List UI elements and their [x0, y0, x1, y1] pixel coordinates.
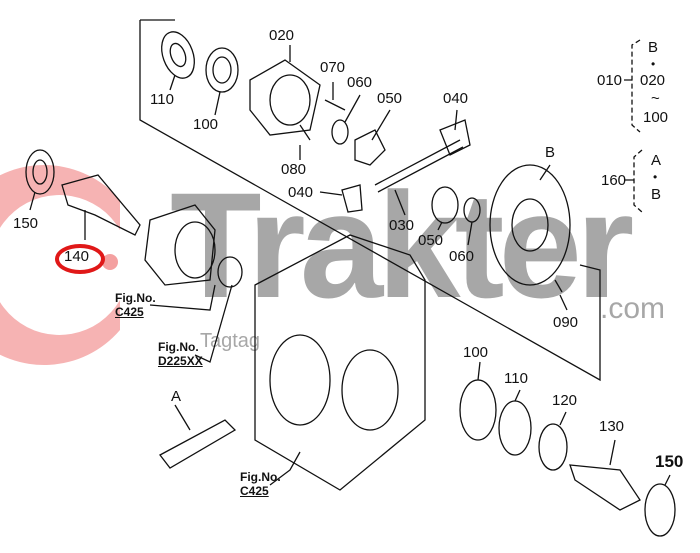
highlight-ring: [55, 244, 105, 274]
leader-lines: [29, 45, 671, 486]
bearing-100-bottom: [459, 379, 497, 441]
brace-010: [631, 39, 641, 133]
fig-ref-label: Fig.No.: [115, 291, 156, 305]
callout-100[interactable]: 100: [193, 116, 219, 133]
snap-ring-120: [538, 423, 568, 471]
fig-ref-label: Fig.No.: [240, 470, 281, 484]
callout-080[interactable]: 080: [281, 161, 307, 178]
differential-case-020: [249, 59, 321, 136]
assembly-160-bottom: B: [651, 186, 662, 203]
callout-070[interactable]: 070: [320, 59, 346, 76]
washer-060: [331, 119, 349, 145]
callout-B[interactable]: B: [545, 144, 556, 161]
callout-150[interactable]: 150: [13, 215, 39, 232]
callout-060-mid[interactable]: 060: [449, 248, 475, 265]
callout-050-mid[interactable]: 050: [418, 232, 444, 249]
callout-060[interactable]: 060: [347, 74, 373, 91]
callout-130[interactable]: 130: [599, 418, 625, 435]
ring-gear-B: [489, 164, 571, 286]
assembly-160-top: A: [651, 152, 662, 169]
housing-c425: [144, 204, 216, 286]
bearing-150-right: [644, 483, 676, 537]
assembly-160-dot: •: [653, 170, 658, 184]
callout-110-bottom[interactable]: 110: [504, 370, 528, 387]
bolt-090: [554, 279, 563, 293]
callout-050[interactable]: 050: [377, 90, 403, 107]
assembly-010-tilde: ~: [651, 90, 660, 107]
callout-020[interactable]: 020: [269, 27, 295, 44]
fig-ref-label: Fig.No.: [158, 340, 199, 354]
fig-ref-c425-upper[interactable]: Fig.No. C425: [115, 291, 156, 319]
assembly-frame-line: [139, 20, 601, 382]
callout-040-mid[interactable]: 040: [288, 184, 314, 201]
shaft-A: [159, 419, 237, 469]
callout-040[interactable]: 040: [443, 90, 469, 107]
fig-ref-leader-lines: [149, 284, 301, 486]
watermark-brand: Trakter: [170, 161, 634, 329]
bearing-150-left: [25, 149, 55, 195]
callout-150-right[interactable]: 150: [655, 452, 684, 471]
washer-060-mid: [463, 197, 481, 223]
callout-110[interactable]: 110: [150, 91, 174, 108]
washer-110-bottom: [498, 400, 532, 456]
fig-ref-d225xx[interactable]: Fig.No. D225XX: [158, 340, 203, 368]
bevel-gear-050: [354, 129, 386, 166]
watermark-domain: .com: [600, 292, 666, 325]
assembly-010-to: 100: [643, 109, 669, 126]
washer-110: [161, 31, 195, 79]
gear-050: [431, 186, 459, 224]
assembly-010-top: B: [648, 39, 659, 56]
bearing-100: [205, 47, 239, 93]
callout-140[interactable]: 140: [64, 248, 90, 265]
callout-090[interactable]: 090: [553, 314, 579, 331]
assembly-010-dot: •: [651, 57, 656, 71]
pin-070: [299, 99, 346, 141]
fig-ref-code: C425: [240, 484, 269, 498]
transmission-housing: [254, 234, 426, 491]
shaft-140: [61, 174, 141, 236]
gear-130: [569, 464, 641, 511]
assembly-010-from: 020: [640, 72, 666, 89]
callout-030[interactable]: 030: [389, 217, 415, 234]
fig-ref-c425-lower[interactable]: Fig.No. C425: [240, 470, 281, 498]
fig-ref-code: D225XX: [158, 354, 203, 368]
brace-160: [633, 149, 643, 213]
callout-120[interactable]: 120: [552, 392, 578, 409]
callout-A[interactable]: A: [171, 388, 182, 405]
coupling-d225xx: [217, 256, 243, 288]
assembly-160-id: 160: [601, 172, 627, 189]
assembly-010-id: 010: [597, 72, 623, 89]
pinion-040: [341, 184, 363, 213]
callout-100-bottom[interactable]: 100: [463, 344, 489, 361]
shaft-030: [374, 139, 464, 193]
fig-ref-code: C425: [115, 305, 144, 319]
